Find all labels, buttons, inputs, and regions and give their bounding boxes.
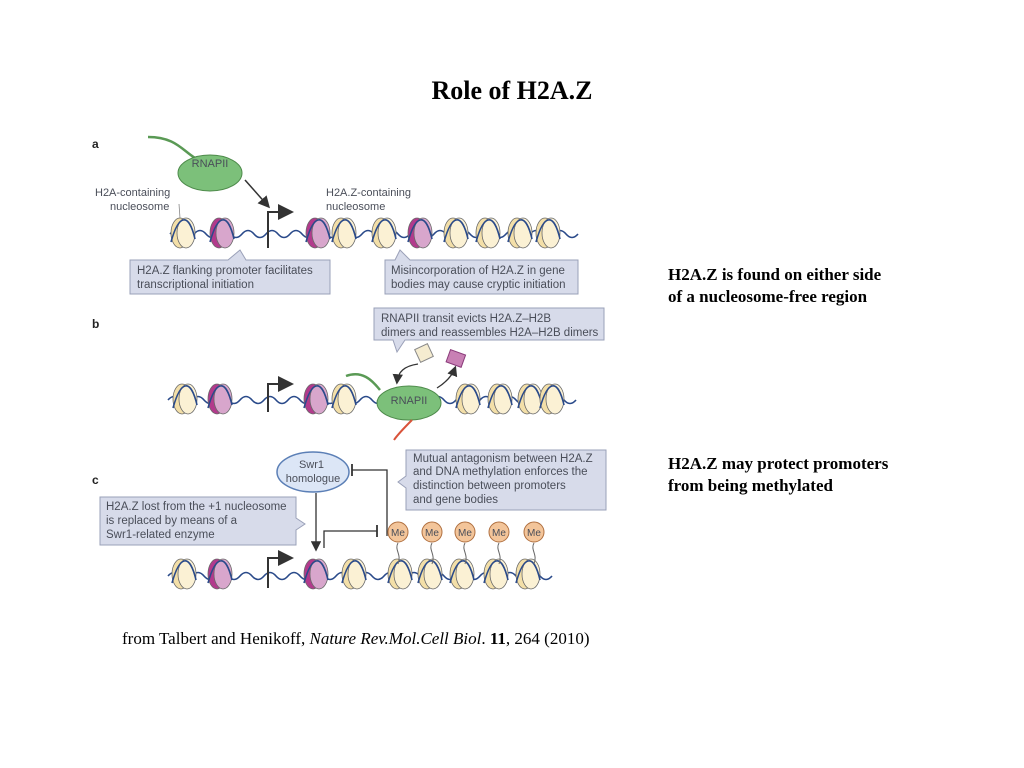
h2a-nucleosome bbox=[172, 383, 198, 415]
h2a-nucleosome bbox=[331, 217, 357, 249]
h2a-nucleosome bbox=[487, 383, 513, 415]
methyl-mark: Me bbox=[523, 521, 545, 565]
h2a-nucleosome bbox=[449, 558, 475, 590]
rnapii-label: RNAPII bbox=[192, 158, 229, 170]
rna-transcript-b bbox=[345, 373, 381, 391]
h2az-nucleosome bbox=[303, 558, 329, 590]
methyl-mark: Me bbox=[387, 521, 409, 565]
callout-misincorporation: Misincorporation of H2A.Z in gene bodies… bbox=[384, 249, 579, 295]
h2a-nucleosome bbox=[539, 383, 565, 415]
h2a-nucleosome bbox=[475, 217, 501, 249]
tss-arrow-b bbox=[267, 376, 294, 412]
h2a-nucleosome-label: H2A-containing nucleosome bbox=[95, 187, 173, 213]
callout-mutual-antagonism: Mutual antagonism between H2A.Z and DNA … bbox=[397, 449, 607, 511]
h2a-nucleosome bbox=[507, 217, 533, 249]
svg-text:RNAPII transit evicts H2A.Z–H2: RNAPII transit evicts H2A.Z–H2B dimers a… bbox=[381, 313, 599, 339]
h2a-nucleosome bbox=[455, 383, 481, 415]
eviction-arrow bbox=[436, 365, 458, 389]
h2az-nucleosome bbox=[207, 558, 233, 590]
nucleosomes-c bbox=[171, 558, 541, 590]
svg-text:Mutual antagonism between H2A.: Mutual antagonism between H2A.Z and DNA … bbox=[413, 453, 596, 506]
rnapii-transit-label: RNAPII bbox=[391, 395, 428, 407]
h2a-h2b-dimer bbox=[414, 343, 434, 363]
slide-title: Role of H2A.Z bbox=[431, 76, 593, 105]
nucleosomes-a bbox=[170, 217, 561, 249]
note-promoter-protection: H2A.Z may protect promoters from being m… bbox=[668, 454, 889, 495]
swr1-homologue: Swr1 homologue bbox=[276, 451, 350, 493]
callout-flanking: H2A.Z flanking promoter facilitates tran… bbox=[129, 249, 331, 295]
h2a-nucleosome bbox=[417, 558, 443, 590]
nascent-rna bbox=[393, 419, 413, 441]
methyl-mark: Me bbox=[454, 521, 476, 565]
h2a-nucleosome bbox=[535, 217, 561, 249]
rna-transcript bbox=[147, 135, 196, 160]
methyl-label: Me bbox=[458, 528, 472, 539]
h2a-nucleosome bbox=[371, 217, 397, 249]
nucleosomes-b bbox=[172, 383, 565, 415]
h2a-nucleosome bbox=[483, 558, 509, 590]
panel-c-letter: c bbox=[92, 473, 99, 487]
h2a-nucleosome bbox=[341, 558, 367, 590]
methyl-label: Me bbox=[391, 528, 405, 539]
inhibition-line-bottom bbox=[323, 530, 377, 548]
h2az-nucleosome-label: H2A.Z-containing nucleosome bbox=[326, 187, 414, 213]
h2a-nucleosome bbox=[170, 217, 196, 249]
inhibition-line-top bbox=[352, 469, 388, 536]
svg-text:Misincorporation of H2A.Z in g: Misincorporation of H2A.Z in gene bodies… bbox=[391, 265, 568, 291]
methyl-mark: Me bbox=[421, 521, 443, 565]
svg-text:H2A.Z lost from the +1 nucleos: H2A.Z lost from the +1 nucleosome is rep… bbox=[106, 501, 290, 541]
h2a-nucleosome bbox=[331, 383, 357, 415]
rnapii-blob bbox=[177, 154, 243, 192]
h2a-nucleosome bbox=[387, 558, 413, 590]
panel-a-letter: a bbox=[92, 137, 99, 151]
h2a-nucleosome bbox=[443, 217, 469, 249]
h2az-nucleosome bbox=[209, 217, 235, 249]
h2az-nucleosome bbox=[407, 217, 433, 249]
citation: from Talbert and Henikoff, Nature Rev.Mo… bbox=[122, 629, 590, 648]
panel-b-letter: b bbox=[92, 317, 99, 331]
h2a-nucleosome bbox=[171, 558, 197, 590]
h2a-nucleosome bbox=[517, 383, 543, 415]
rnapii-transit-blob bbox=[376, 385, 442, 421]
svg-text:Swr1 homologue: Swr1 homologue bbox=[286, 459, 340, 485]
methyl-label: Me bbox=[492, 528, 506, 539]
recruit-arrow bbox=[244, 179, 270, 209]
methyl-marks: Me Me Me Me Me bbox=[387, 521, 545, 565]
tss-arrow-c bbox=[267, 550, 294, 588]
note-nucleosome-free: H2A.Z is found on either side of a nucle… bbox=[668, 265, 882, 306]
h2az-nucleosome bbox=[305, 217, 331, 249]
h2az-nucleosome bbox=[303, 383, 329, 415]
svg-text:H2A.Z flanking promoter facili: H2A.Z flanking promoter facilitates tran… bbox=[137, 265, 316, 291]
reassembly-arrow bbox=[392, 363, 419, 385]
h2az-h2b-dimer bbox=[445, 348, 467, 368]
methyl-label: Me bbox=[425, 528, 439, 539]
h2a-nucleosome bbox=[515, 558, 541, 590]
h2az-nucleosome bbox=[207, 383, 233, 415]
callout-rnapii-transit: RNAPII transit evicts H2A.Z–H2B dimers a… bbox=[373, 307, 605, 354]
methyl-label: Me bbox=[527, 528, 541, 539]
methyl-mark: Me bbox=[488, 521, 510, 565]
tss-arrow-a bbox=[267, 204, 294, 248]
callout-h2az-lost: H2A.Z lost from the +1 nucleosome is rep… bbox=[99, 496, 306, 546]
